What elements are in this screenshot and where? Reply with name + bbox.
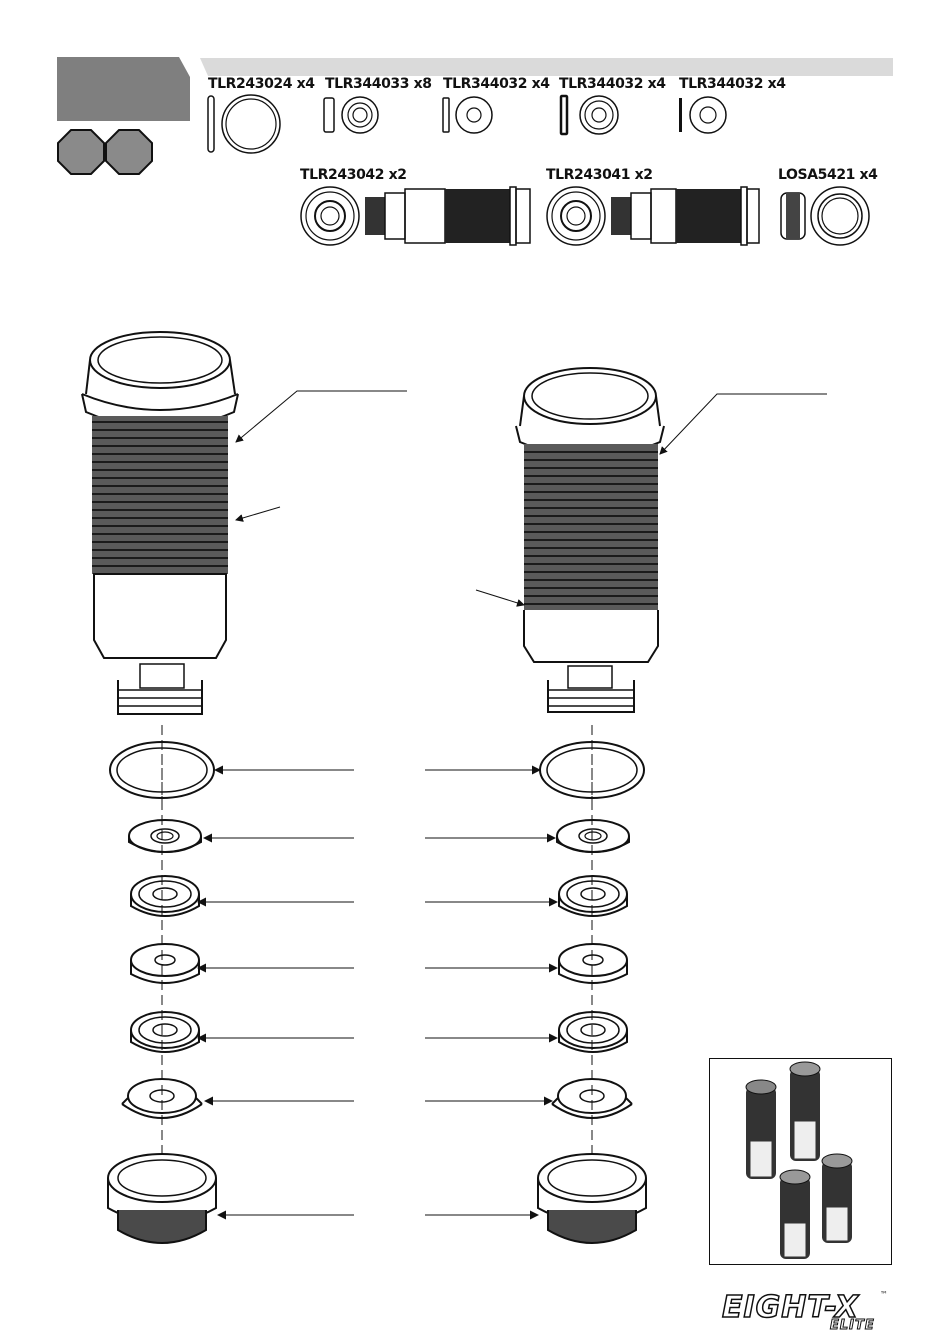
brand-logo: EIGHT-X ™ ELITE [722,1290,892,1334]
logo-sub: ELITE [830,1318,875,1333]
inset-photo [709,1058,892,1265]
logo-tm: ™ [880,1290,888,1299]
shock-photo-icon [746,1062,852,1259]
